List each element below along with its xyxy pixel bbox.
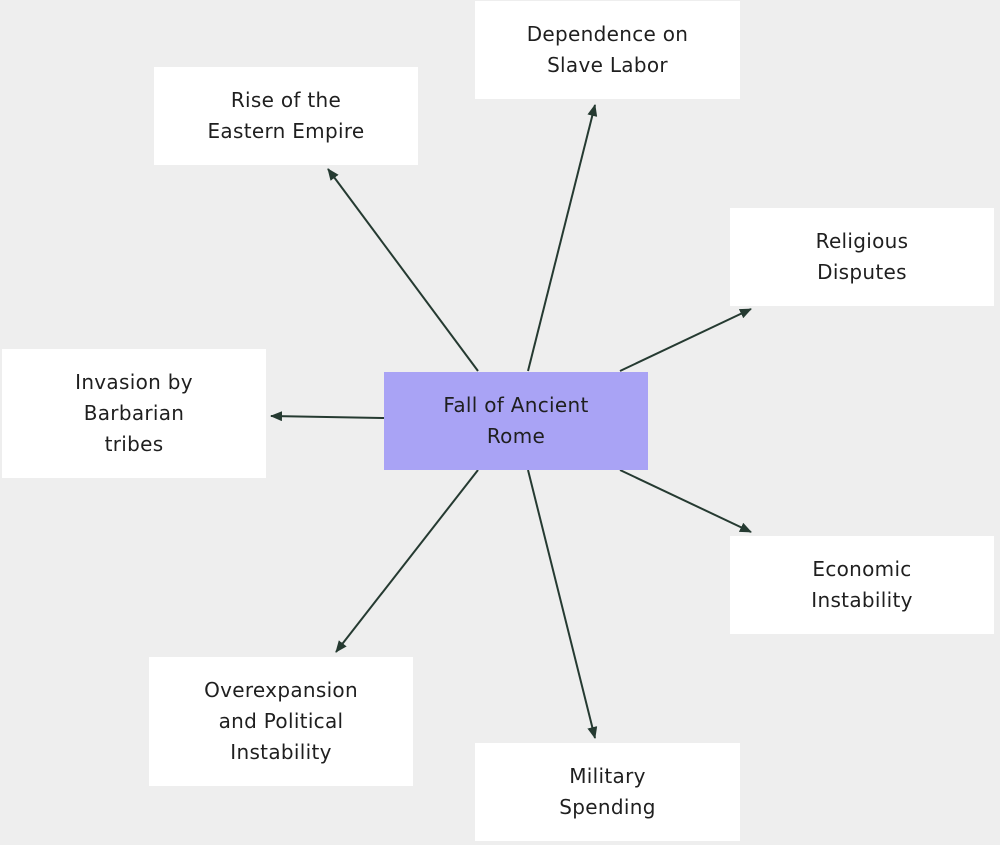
node-overexpansion-label: Overexpansion and Political Instability — [204, 678, 358, 764]
edge-to-eastern-empire — [327, 168, 479, 372]
node-slave-labor-label: Dependence on Slave Labor — [526, 22, 689, 77]
node-eastern-empire-label: Rise of the Eastern Empire — [207, 88, 365, 143]
node-religious-disputes[interactable]: Religious Disputes — [730, 208, 994, 306]
node-slave-labor[interactable]: Dependence on Slave Labor — [475, 1, 740, 99]
node-military-spending[interactable]: Military Spending — [475, 743, 740, 841]
node-eastern-empire[interactable]: Rise of the Eastern Empire — [154, 67, 418, 165]
edge-to-religious-disputes — [619, 308, 752, 372]
edge-to-slave-labor — [527, 104, 598, 372]
node-religious-disputes-label: Religious Disputes — [815, 229, 909, 284]
node-barbarian-invasion-label: Invasion by Barbarian tribes — [75, 370, 193, 456]
edge-to-barbarian-invasion — [270, 411, 385, 422]
central-node[interactable]: Fall of Ancient Rome — [384, 372, 648, 470]
node-economic-instability[interactable]: Economic Instability — [730, 536, 994, 634]
node-barbarian-invasion[interactable]: Invasion by Barbarian tribes — [2, 349, 266, 478]
node-military-spending-label: Military Spending — [559, 764, 656, 819]
edge-to-military-spending — [527, 469, 598, 739]
central-node-label: Fall of Ancient Rome — [443, 393, 589, 448]
edge-to-overexpansion — [335, 469, 479, 653]
node-overexpansion[interactable]: Overexpansion and Political Instability — [149, 657, 413, 786]
node-economic-instability-label: Economic Instability — [811, 557, 913, 612]
edge-to-economic-instability — [619, 469, 752, 533]
